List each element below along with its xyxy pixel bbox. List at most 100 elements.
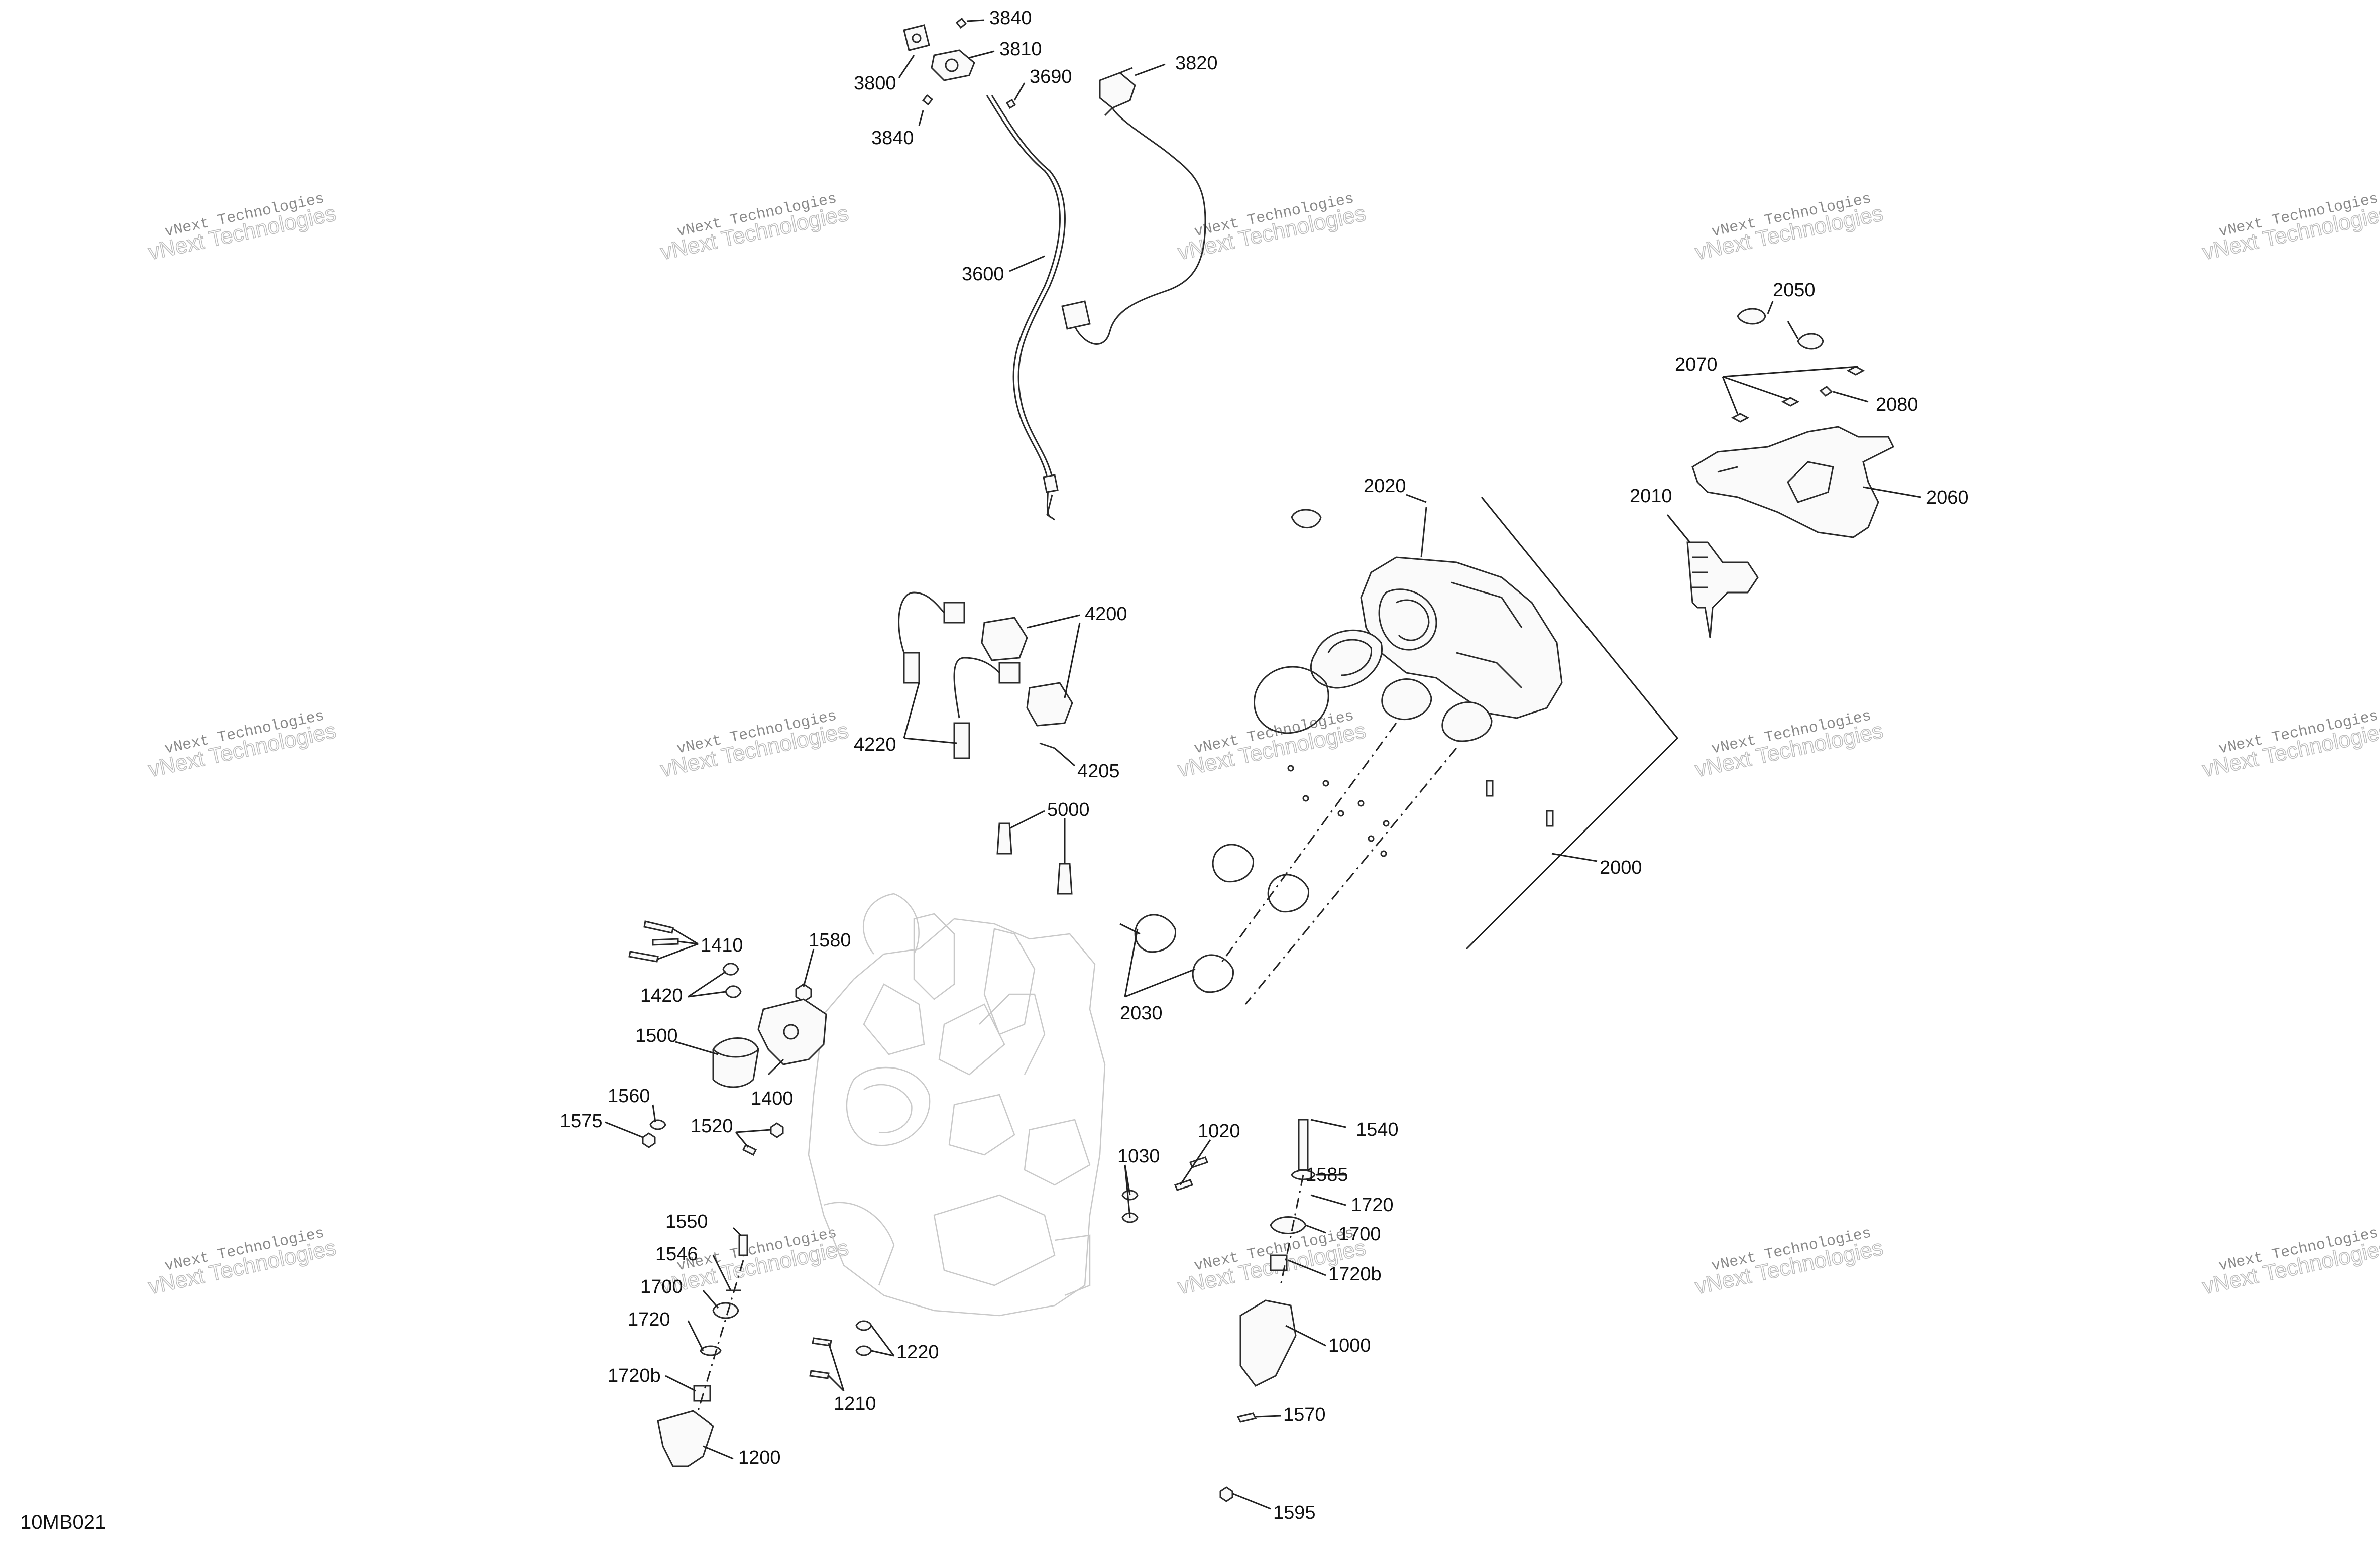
leader <box>918 110 924 126</box>
bushing-1700 <box>712 1302 739 1319</box>
callout-1550: 1550 <box>665 1211 708 1232</box>
callout-2030: 2030 <box>1120 1003 1163 1024</box>
sensor-3810-shape <box>931 49 975 81</box>
leader <box>657 928 699 960</box>
mount-1000 <box>1239 1299 1297 1387</box>
nut-1575 <box>642 1132 656 1148</box>
callout-4205: 4205 <box>1077 761 1120 782</box>
cable-3600-inner <box>991 95 1066 478</box>
nut-2070-a <box>1731 413 1750 423</box>
clamp-2030-c <box>1134 914 1176 953</box>
washer-1420-a <box>722 963 739 976</box>
assembly-axis-b <box>1244 748 1457 1005</box>
sensor-3820-arm <box>1104 67 1133 116</box>
bracket-line-2000 <box>1465 497 1679 950</box>
ignition-group <box>898 591 1073 895</box>
leader <box>1305 1224 1326 1234</box>
airbox-bracket-group <box>1686 308 1895 638</box>
bracket-1400 <box>757 998 827 1065</box>
filter-seal-2020 <box>1291 509 1322 529</box>
leader <box>1054 747 1075 767</box>
callout-3840-bottom: 3840 <box>871 128 914 149</box>
airbox-detail-a <box>1378 588 1437 651</box>
bolt <box>1368 835 1375 842</box>
bracket-2060-detail <box>1717 461 1834 503</box>
callout-1400: 1400 <box>751 1088 794 1109</box>
watermark: vNext Technologies vNext Technologies <box>658 707 851 782</box>
callout-4200: 4200 <box>1085 604 1127 625</box>
watermark: vNext Technologies vNext Technologies <box>146 190 338 265</box>
washer-1420-b <box>725 985 742 998</box>
callout-1420: 1420 <box>640 985 683 1006</box>
mount-1500-top <box>712 1048 759 1058</box>
clamp-2000-large <box>1254 666 1329 734</box>
connector-3820 <box>1061 300 1091 330</box>
watermark: vNext Technologies vNext Technologies <box>1692 707 1885 782</box>
bolt <box>1337 810 1344 817</box>
leader <box>1232 1493 1271 1510</box>
screw-3840-bottom <box>922 94 934 106</box>
leader <box>1013 82 1026 101</box>
leader <box>767 1058 784 1076</box>
callout-1595: 1595 <box>1273 1502 1316 1523</box>
callout-1410: 1410 <box>701 935 743 956</box>
bolt <box>1302 795 1309 802</box>
bushing-1720b <box>693 1385 711 1402</box>
washer-1720 <box>700 1345 722 1356</box>
diagram-reference-code: 10MB021 <box>20 1511 106 1533</box>
airbox-outlet-a <box>1381 678 1432 721</box>
bolt <box>1322 780 1329 787</box>
axis-right-mount <box>1280 1174 1304 1286</box>
watermark: vNext Technologies vNext Technologies <box>1692 190 1885 265</box>
bolt-1410-b <box>652 938 679 946</box>
callout-2070: 2070 <box>1675 354 1718 375</box>
callout-3600: 3600 <box>962 264 1004 285</box>
callout-5000: 5000 <box>1047 799 1090 820</box>
callout-1546: 1546 <box>655 1244 698 1265</box>
callout-1570: 1570 <box>1283 1404 1326 1426</box>
leader <box>735 1129 771 1148</box>
left-mount-group <box>628 920 827 1088</box>
axis-left-mount <box>697 1260 744 1411</box>
callout-1560: 1560 <box>608 1086 650 1107</box>
watermark: vNext Technologies vNext Technologies <box>2200 190 2380 265</box>
callout-labels: 3840 3810 3800 3690 3840 3820 3600 2050 … <box>560 8 1969 1523</box>
bracket-3800-shape <box>903 24 930 51</box>
leader <box>898 55 915 78</box>
leader <box>675 1041 719 1055</box>
callout-1720b-l: 1720b <box>608 1365 661 1386</box>
leader <box>1863 486 1921 498</box>
bushing-1700-r <box>1270 1216 1307 1234</box>
clamp-2030-d <box>1192 954 1234 993</box>
airbox-assembly <box>1134 497 1679 1005</box>
leader <box>665 1375 696 1392</box>
washer-1220-b <box>855 1345 872 1356</box>
leader <box>1767 301 1799 339</box>
callout-3800: 3800 <box>854 73 896 94</box>
boot-4220-b <box>953 722 970 759</box>
boot-4220-a-tip <box>943 602 965 624</box>
watermark: vNext Technologies vNext Technologies <box>1175 707 1368 782</box>
airbox-outlet-b <box>1441 701 1493 742</box>
grommet-2050-b <box>1797 333 1824 350</box>
bracket-2060 <box>1691 426 1895 538</box>
leader <box>966 19 985 22</box>
airbox-detail-b <box>1396 599 1430 641</box>
leader <box>1255 1415 1281 1418</box>
bolt <box>1357 800 1365 807</box>
bolt-1550 <box>738 1234 748 1256</box>
left-lower-mount-group <box>657 1234 872 1467</box>
callout-1540: 1540 <box>1356 1119 1399 1140</box>
leader <box>1406 494 1427 503</box>
bracket-1400-hole <box>783 1024 799 1040</box>
bolt-1410-c <box>628 951 659 963</box>
leader <box>1666 514 1691 543</box>
callout-3690: 3690 <box>1030 66 1072 87</box>
bolt <box>1380 850 1387 857</box>
watermark: vNext Technologies vNext Technologies <box>146 1225 338 1299</box>
right-lower-mount-group <box>1121 1119 1316 1502</box>
leader <box>1310 1194 1346 1206</box>
watermark: vNext Technologies vNext Technologies <box>2200 707 2380 782</box>
spark-plug-5000-a <box>996 822 1012 855</box>
